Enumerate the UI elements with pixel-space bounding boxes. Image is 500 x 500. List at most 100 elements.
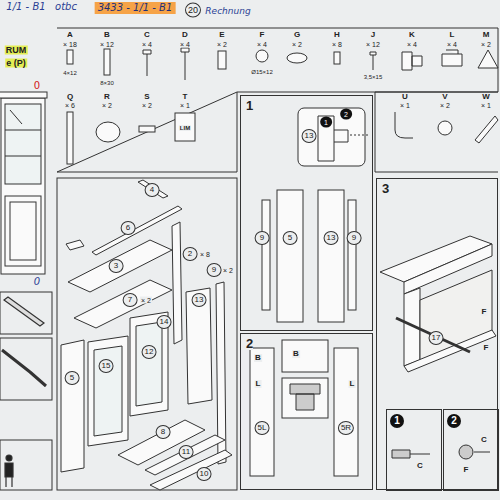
part-label: W bbox=[481, 93, 491, 101]
part-label: C bbox=[143, 31, 151, 39]
step-1-drawing bbox=[262, 108, 368, 322]
callout-number: 5L bbox=[255, 421, 270, 435]
step-3-drawing bbox=[380, 236, 496, 459]
part-label: 3,5×15 bbox=[363, 74, 384, 80]
callout-number: 15 bbox=[99, 359, 114, 373]
part-label: × 2 bbox=[141, 102, 153, 109]
callout-number: 2 bbox=[183, 247, 198, 261]
part-label: × 12 bbox=[99, 41, 115, 48]
part-label: LIM bbox=[179, 125, 191, 131]
step-number: 2 bbox=[447, 414, 461, 428]
part-label: S bbox=[143, 93, 150, 101]
part-label: L bbox=[349, 380, 356, 388]
part-label: × 2 bbox=[480, 41, 492, 48]
callout-number: 8 bbox=[156, 425, 171, 439]
part-label: × 2 bbox=[101, 102, 113, 109]
part-label: × 2 bbox=[222, 267, 234, 274]
part-label: K bbox=[408, 31, 416, 39]
part-label: × 4 bbox=[406, 41, 418, 48]
part-label: × 4 bbox=[141, 41, 153, 48]
handwritten-note: 3433 - 1/1 - B1 bbox=[95, 2, 176, 14]
part-label: × 4 bbox=[256, 41, 268, 48]
callout-number: 5 bbox=[283, 231, 298, 245]
step-number: 3 bbox=[382, 182, 389, 195]
part-label: T bbox=[182, 93, 189, 101]
part-label: B bbox=[292, 350, 300, 358]
part-label: F bbox=[463, 466, 470, 474]
callout-number: 3 bbox=[109, 259, 124, 273]
part-label: H bbox=[333, 31, 341, 39]
part-label: A bbox=[66, 31, 74, 39]
part-label: 8×30 bbox=[99, 80, 115, 86]
part-label: e (P) bbox=[5, 59, 27, 68]
part-label: × 1 bbox=[399, 102, 411, 109]
callout-number: 14 bbox=[157, 315, 172, 329]
part-label: G bbox=[293, 31, 301, 39]
handwritten-note: otbc bbox=[54, 2, 78, 12]
step-number: 2 bbox=[246, 337, 253, 350]
part-label: C bbox=[480, 436, 488, 444]
part-label: × 2 bbox=[439, 102, 451, 109]
callout-number: 9 bbox=[347, 231, 362, 245]
part-label: × 1 bbox=[179, 102, 191, 109]
step-number: 1 bbox=[246, 99, 253, 112]
callout-number: 4 bbox=[145, 183, 160, 197]
exploded-parts bbox=[61, 180, 232, 490]
part-label: × 1 bbox=[480, 102, 492, 109]
part-label: L bbox=[255, 380, 262, 388]
hardware-icons bbox=[67, 48, 498, 164]
part-label: × 2 bbox=[140, 297, 152, 304]
step-2-drawing bbox=[250, 340, 358, 476]
part-label: × 18 bbox=[62, 41, 78, 48]
part-label: × 12 bbox=[365, 41, 381, 48]
callout-number: 12 bbox=[142, 345, 157, 359]
part-label: M bbox=[482, 31, 491, 39]
part-label: V bbox=[441, 93, 448, 101]
part-label: B bbox=[103, 31, 111, 39]
callout-number: 1 bbox=[320, 117, 332, 128]
callout-number: 9 bbox=[255, 231, 270, 245]
part-label: RUM bbox=[5, 46, 28, 55]
callout-number: 11 bbox=[179, 445, 194, 459]
step-number: 1 bbox=[390, 414, 404, 428]
handwritten-note: Rechnung bbox=[204, 7, 251, 16]
tool-icons bbox=[2, 297, 46, 487]
cabinet-thumbnail bbox=[0, 92, 47, 274]
callout-number: 6 bbox=[121, 221, 136, 235]
handwritten-note: 0 bbox=[33, 277, 41, 287]
callout-number: 2 bbox=[340, 109, 352, 120]
callout-number: 7 bbox=[123, 293, 138, 307]
part-label: × 2 bbox=[291, 41, 303, 48]
detail-box: 2 bbox=[443, 409, 499, 491]
part-label: D bbox=[181, 31, 189, 39]
part-label: × 4 bbox=[179, 41, 191, 48]
callout-number: 5 bbox=[65, 371, 80, 385]
callout-number: 13 bbox=[192, 293, 207, 307]
detail-box: 1 bbox=[386, 409, 442, 491]
part-label: E bbox=[218, 31, 225, 39]
part-label: F bbox=[259, 31, 266, 39]
part-label: × 6 bbox=[64, 102, 76, 109]
part-label: R bbox=[103, 93, 111, 101]
part-label: B bbox=[254, 354, 262, 362]
part-label: 4×12 bbox=[62, 70, 78, 76]
callout-number: 17 bbox=[429, 331, 444, 345]
part-label: U bbox=[401, 93, 409, 101]
part-label: × 2 bbox=[216, 41, 228, 48]
callout-number: 10 bbox=[197, 467, 212, 481]
part-label: F bbox=[481, 308, 488, 316]
callout-number: 20 bbox=[185, 3, 201, 18]
part-label: Ø15×12 bbox=[250, 69, 274, 75]
part-label: × 8 bbox=[331, 41, 343, 48]
frames bbox=[0, 28, 498, 490]
part-label: L bbox=[449, 31, 456, 39]
part-label: × 8 bbox=[199, 251, 211, 258]
part-label: Q bbox=[66, 93, 74, 101]
callout-number: 13 bbox=[302, 129, 317, 143]
handwritten-note: 1/1 - B1 bbox=[5, 2, 46, 12]
part-label: F bbox=[483, 344, 490, 352]
handwritten-note: 0 bbox=[33, 81, 41, 91]
callout-number: 13 bbox=[324, 231, 339, 245]
part-label: × 4 bbox=[446, 41, 458, 48]
callout-number: 9 bbox=[207, 263, 222, 277]
